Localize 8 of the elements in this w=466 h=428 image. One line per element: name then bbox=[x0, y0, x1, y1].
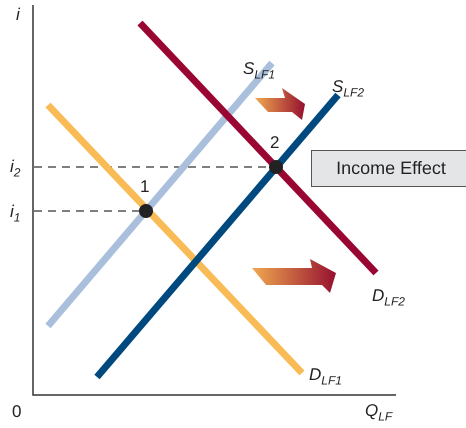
point-label: 2 bbox=[270, 134, 280, 151]
point-label: 1 bbox=[140, 178, 150, 195]
axis-label: i bbox=[16, 6, 20, 23]
axis-tick-label: i$_{1}$ bbox=[10, 203, 20, 224]
origin-label: 0 bbox=[12, 403, 22, 420]
axis-label: Q$_{LF}$ bbox=[365, 402, 392, 422]
axis-tick-label: i$_{2}$ bbox=[10, 158, 20, 178]
callout-box: Income Effect bbox=[311, 150, 466, 187]
